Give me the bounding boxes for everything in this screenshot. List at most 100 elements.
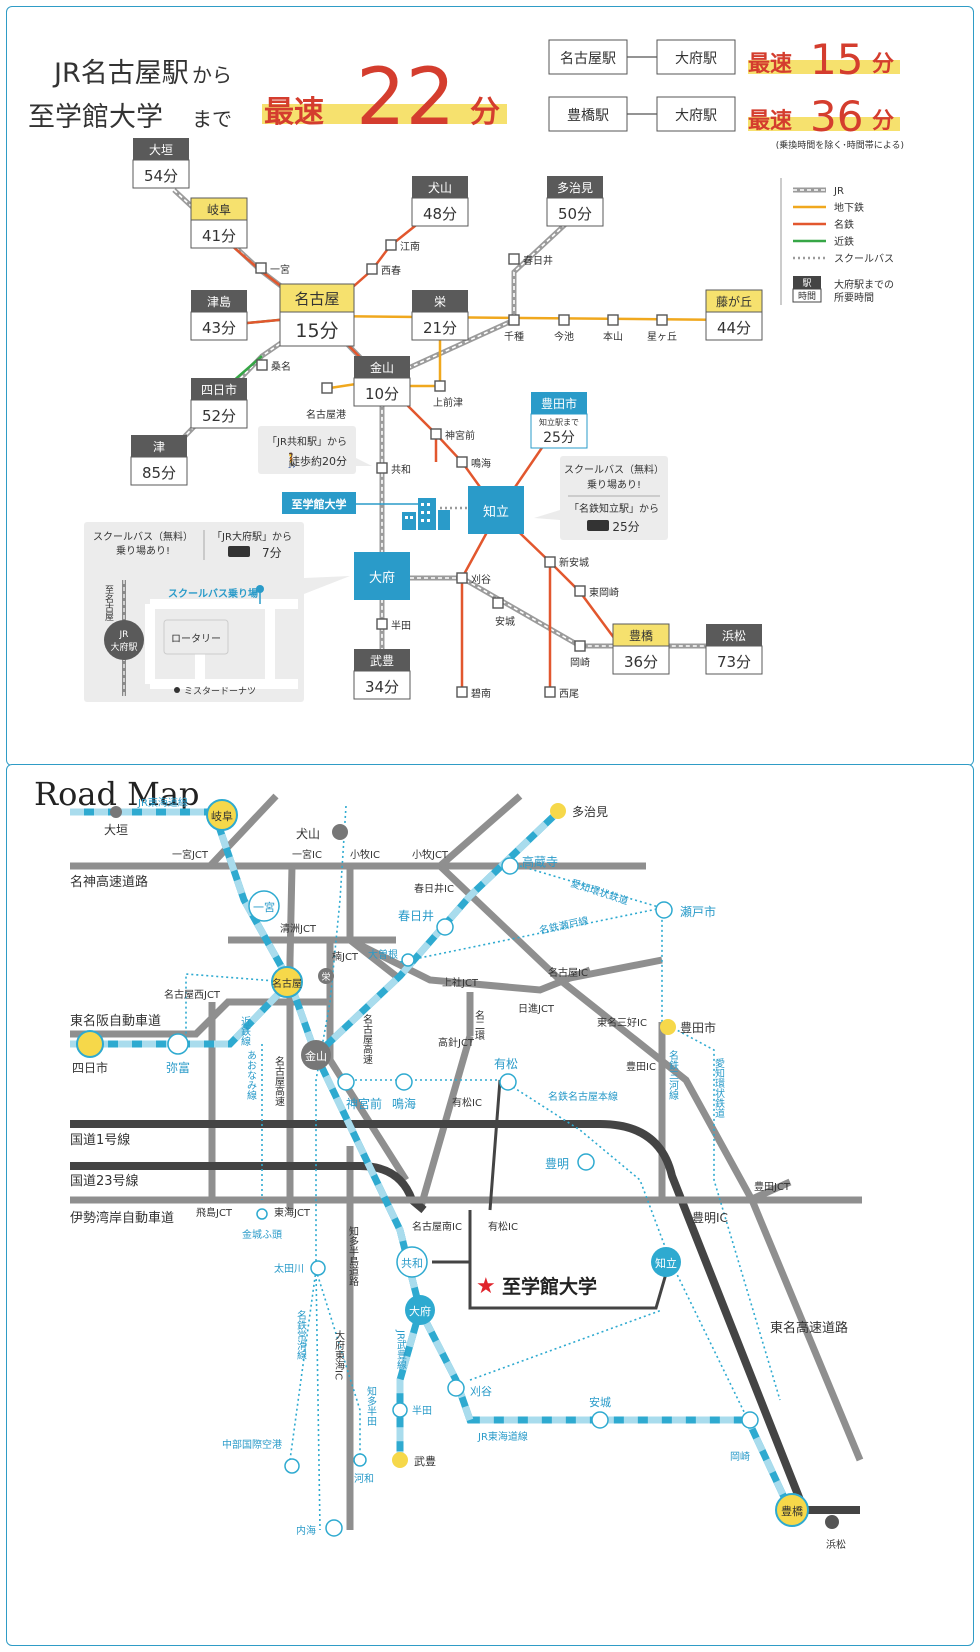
legend-jr: JR [833,186,844,197]
svg-text:豊田JCT: 豊田JCT [754,1180,791,1193]
svg-text:清洲JCT: 清洲JCT [280,922,317,935]
svg-text:今池: 今池 [554,330,574,343]
svg-text:徒歩約20分: 徒歩約20分 [289,454,347,468]
svg-text:JR東海道線: JR東海道線 [137,796,188,809]
svg-text:四日市: 四日市 [201,382,237,397]
svg-text:大府駅までの: 大府駅までの [834,278,894,291]
svg-text:東海JCT: 東海JCT [274,1206,311,1219]
svg-text:小牧JCT: 小牧JCT [412,848,449,861]
station-boxes: 大垣 54分 岐阜 41分 犬山 48分 多治見 50分 津島 43分 名古屋 … [130,138,763,700]
obu-note: スクールバス（無料） 乗り場あり! 「JR大府駅」から 7分 至名古屋 JR 大… [84,522,350,702]
svg-text:駅: 駅 [802,278,811,289]
station-tajimi: 多治見 50分 [546,176,604,227]
university-marker: 至学館大学 [282,492,450,530]
svg-text:43分: 43分 [202,319,236,337]
svg-text:東岡崎: 東岡崎 [589,586,619,599]
svg-text:武豊: 武豊 [370,654,394,668]
station-gifu: 岐阜 41分 [190,197,248,249]
svg-text:金山: 金山 [305,1049,327,1063]
svg-text:弥富: 弥富 [166,1060,190,1075]
svg-text:名鉄瀬戸線: 名鉄瀬戸線 [538,914,590,937]
fastest-label: 最速 [264,95,324,130]
road-map-highway-labels: 名神高速道路 東名阪自動車道 国道1号線 国道23号線 伊勢湾岸自動車道 東名高… [70,874,848,1336]
svg-text:知多半田: 知多半田 [365,1385,377,1426]
route2-unit: 分 [872,109,894,134]
svg-text:7分: 7分 [262,546,282,560]
title-line2: 至学館大学 [28,102,163,133]
svg-text:栄: 栄 [321,971,330,983]
svg-text:愛知環状鉄道: 愛知環状鉄道 [569,876,630,907]
svg-text:本山: 本山 [603,330,623,343]
road-map-junctions: 一宮JCT 一宮IC 小牧IC 小牧JCT 清洲JCT 楠JCT 春日井IC 上… [164,848,791,1380]
svg-text:千種: 千種 [504,330,524,343]
svg-text:知立駅まで: 知立駅まで [539,417,579,427]
svg-text:春日井: 春日井 [523,254,553,267]
svg-text:高蔵寺: 高蔵寺 [522,854,558,869]
route1-label: 最速 [748,51,792,77]
svg-text:大府駅: 大府駅 [110,641,137,653]
svg-text:東名三好IC: 東名三好IC [597,1016,647,1029]
svg-text:鳴海: 鳴海 [471,457,491,470]
svg-text:犬山: 犬山 [428,181,452,195]
station-kanayama: 金山 10分 [353,356,411,407]
svg-text:藤が丘: 藤が丘 [716,294,752,309]
svg-text:50分: 50分 [558,205,592,223]
road-map-stations: 大垣 岐阜 犬山 多治見 高蔵寺 一宮 瀬戸市 春日井 大曽根 名古屋 栄 四日… [72,799,846,1551]
station-toyohashi: 豊橋 36分 [612,623,670,675]
svg-text:東名高速道路: 東名高速道路 [770,1320,848,1336]
svg-text:西春: 西春 [381,265,401,277]
svg-text:スクールバス（無料）: スクールバス（無料） [564,463,664,476]
svg-text:48分: 48分 [423,205,457,223]
svg-text:日進JCT: 日進JCT [518,1003,555,1015]
route1-value: 15 [810,35,863,84]
station-sakae: 栄 21分 [411,290,469,341]
svg-text:名二環: 名二環 [473,1009,485,1041]
svg-text:刈谷: 刈谷 [471,573,491,586]
station-tsushima: 津島 43分 [190,290,248,341]
svg-text:金城ふ頭: 金城ふ頭 [242,1228,282,1241]
svg-text:名古屋西JCT: 名古屋西JCT [164,988,221,1001]
station-yokkaichi: 四日市 52分 [190,378,248,429]
svg-text:岡崎: 岡崎 [570,656,590,669]
svg-text:楠JCT: 楠JCT [332,950,359,963]
svg-text:名鉄三河線: 名鉄三河線 [667,1049,679,1100]
legend: JR 地下鉄 名鉄 近鉄 スクールバス 駅 時間 大府駅までの 所要時間 [780,178,894,305]
title-line1: JR名古屋駅 [52,58,189,89]
svg-text:名古屋: 名古屋 [272,977,302,990]
route-summary: 名古屋駅 大府駅 最速 15 分 豊橋駅 大府駅 最速 36 分 (乗換時間を除… [548,35,904,151]
route1-from: 名古屋駅 [560,51,616,67]
svg-text:「JR共和駅」から: 「JR共和駅」から [267,436,347,448]
svg-text:あおなみ線: あおなみ線 [245,1050,257,1100]
svg-text:中部国際空港: 中部国際空港 [222,1438,282,1451]
svg-text:至名古屋: 至名古屋 [103,585,114,622]
header-title: JR名古屋駅 から 至学館大学 まで 最速 22 分 [28,53,507,143]
svg-text:名古屋IC: 名古屋IC [548,966,588,979]
svg-text:41分: 41分 [202,227,236,245]
svg-text:伊勢湾岸自動車道: 伊勢湾岸自動車道 [70,1210,174,1226]
route1-to: 大府駅 [675,51,717,67]
svg-text:25分: 25分 [543,430,575,446]
svg-text:共和: 共和 [401,1257,423,1270]
svg-text:所要時間: 所要時間 [834,292,874,304]
station-chiryu: 知立 [468,486,524,534]
svg-text:豊橋: 豊橋 [629,629,653,643]
svg-text:春日井: 春日井 [398,909,434,923]
svg-text:名古屋港: 名古屋港 [306,408,346,421]
route-stops: 一宮 江南 西春 春日井 千種 今池 本山 星ヶ丘 桑名 名古屋港 上前津 神宮… [255,239,677,700]
svg-text:時間: 時間 [798,291,816,302]
svg-text:東名阪自動車道: 東名阪自動車道 [70,1013,161,1029]
fastest-value: 22 [356,53,455,143]
svg-text:浜松: 浜松 [722,629,746,643]
svg-text:刈谷: 刈谷 [470,1385,492,1398]
svg-text:半田: 半田 [391,619,411,632]
svg-text:名鉄名古屋本線: 名鉄名古屋本線 [548,1090,618,1103]
svg-text:国道23号線: 国道23号線 [70,1173,139,1189]
svg-text:四日市: 四日市 [72,1060,108,1075]
svg-text:神宮前: 神宮前 [445,429,475,442]
svg-text:浜松: 浜松 [826,1538,846,1551]
svg-text:一宮IC: 一宮IC [292,848,322,861]
legend-meitetsu: 名鉄 [834,218,854,231]
svg-text:知多半島道路: 知多半島道路 [347,1225,359,1287]
svg-text:桑名: 桑名 [271,360,291,373]
